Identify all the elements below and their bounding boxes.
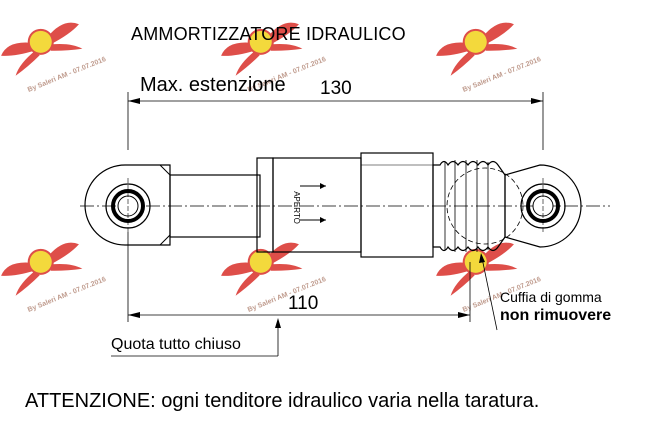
closed-leader: [111, 318, 281, 357]
watermark-text: By Saleri AM - 07.07.2016: [462, 56, 542, 94]
closed-label: Quota tutto chiuso: [111, 336, 241, 353]
dimension-closed-value: 110: [288, 293, 319, 314]
boot-label: Cuffia di gomma: [500, 289, 602, 305]
watermark-text: By Saleri AM - 07.07.2016: [27, 56, 107, 94]
watermark-logo: By Saleri AM - 07.07.2016: [1, 22, 107, 94]
max-extension-label: Max. estenzione: [140, 74, 286, 96]
dimension-extended: [127, 92, 544, 150]
boot-leader: [479, 253, 498, 331]
watermark-logo: By Saleri AM - 07.07.2016: [436, 22, 542, 94]
watermark-layer: By Saleri AM - 07.07.2016 By Saleri AM - …: [1, 22, 542, 314]
cylinder-body: [169, 152, 434, 258]
boot-warning: non rimuovere: [500, 307, 612, 324]
dimension-extended-value: 130: [320, 78, 352, 99]
left-eyelet: [84, 164, 171, 246]
watermark-logo: By Saleri AM - 07.07.2016: [1, 242, 107, 314]
dimension-closed: [127, 232, 471, 322]
right-eyelet: [504, 164, 582, 248]
diagram-title: AMMORTIZZATORE IDRAULICO: [131, 24, 406, 44]
body-marking: APERTO: [291, 191, 301, 224]
warning-note: ATTENZIONE: ogni tenditore idraulico var…: [25, 390, 540, 412]
watermark-text: By Saleri AM - 07.07.2016: [27, 276, 107, 314]
